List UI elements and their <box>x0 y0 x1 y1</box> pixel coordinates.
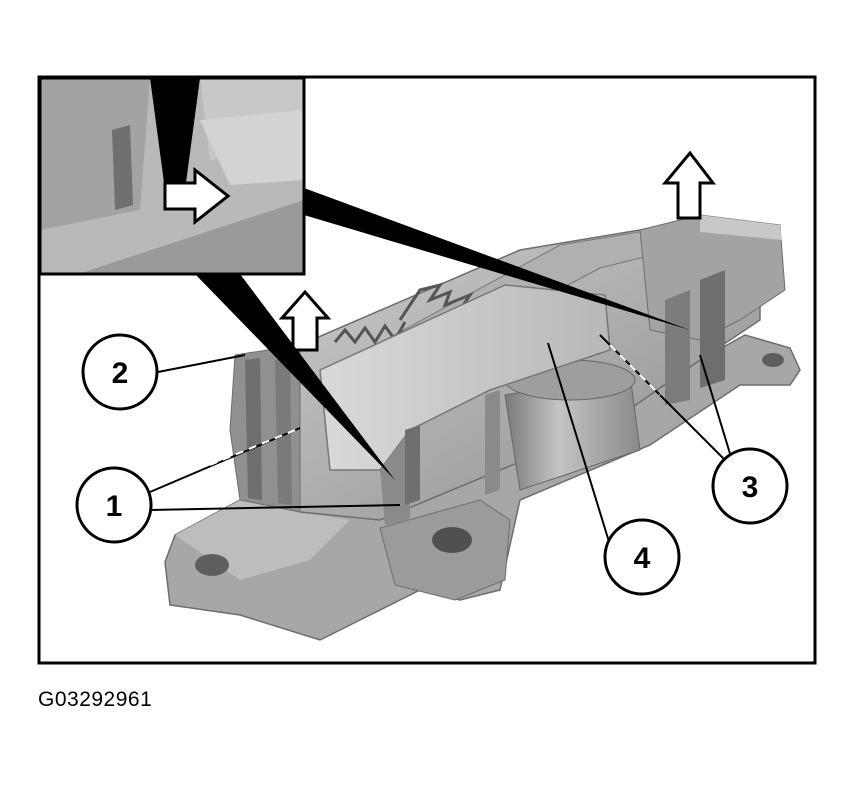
mounting-hole-center <box>432 527 472 553</box>
push-arrow-right <box>163 166 231 226</box>
callout-4-label: 4 <box>634 542 651 575</box>
detail-inset <box>38 76 306 276</box>
callout-3: 3 <box>711 447 789 525</box>
handle-right-end <box>639 214 786 405</box>
inset-pointer-left <box>195 274 395 480</box>
mounting-hole-right <box>762 353 784 367</box>
inset-pointer-right <box>304 188 690 330</box>
pull-arrow-up-left <box>278 289 332 352</box>
callout-1: 1 <box>75 466 153 544</box>
callout-4: 4 <box>603 518 681 596</box>
handle-lever <box>319 284 611 525</box>
mounting-hole-left <box>195 554 229 576</box>
callout-3-label: 3 <box>742 471 759 504</box>
callout-2: 2 <box>81 333 159 411</box>
callout-2-label: 2 <box>112 357 129 390</box>
callout-1-label: 1 <box>106 490 123 523</box>
figure-id-caption: G03292961 <box>38 688 153 711</box>
pull-arrow-up-right <box>661 150 717 220</box>
handle-housing-base <box>164 334 801 641</box>
